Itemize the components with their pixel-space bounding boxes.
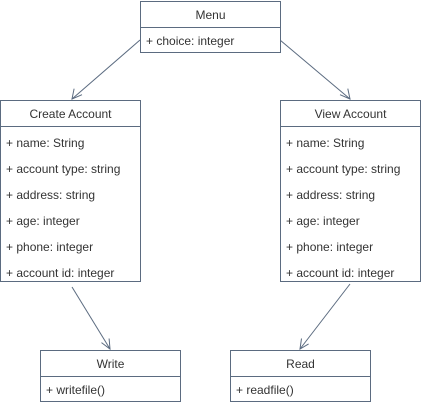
class-read-title: Read xyxy=(231,351,370,377)
arrow-menu-to-create-account xyxy=(71,39,141,100)
class-write[interactable]: Write + writefile() xyxy=(40,350,181,402)
class-menu[interactable]: Menu + choice: integer xyxy=(140,1,281,53)
class-read[interactable]: Read + readfile() xyxy=(230,350,371,402)
class-view-account-attribute: + name: String xyxy=(286,136,365,150)
class-view-account-attribute: + age: integer xyxy=(286,214,360,228)
class-create-account[interactable]: Create Account + name: String + account … xyxy=(0,100,141,282)
class-create-account-attribute: + address: string xyxy=(6,188,96,202)
class-view-account[interactable]: View Account + name: String + account ty… xyxy=(280,100,421,282)
class-write-title: Write xyxy=(41,351,180,377)
class-create-account-attribute: + account type: string xyxy=(6,162,121,176)
arrow-menu-to-view-account xyxy=(279,39,351,100)
class-view-account-attribute: + phone: integer xyxy=(286,240,374,254)
arrow-view-account-to-read xyxy=(299,283,351,350)
class-create-account-attribute: + age: integer xyxy=(6,214,80,228)
class-view-account-attribute: + account id: integer xyxy=(286,266,395,280)
class-create-account-title: Create Account xyxy=(1,101,140,127)
class-create-account-attribute: + account id: integer xyxy=(6,266,115,280)
class-view-account-attribute: + account type: string xyxy=(286,162,401,176)
class-view-account-attribute: + address: string xyxy=(286,188,376,202)
arrow-create-account-to-write xyxy=(71,286,111,351)
class-view-account-title: View Account xyxy=(281,101,420,127)
class-create-account-attribute: + name: String xyxy=(6,136,85,150)
class-menu-attribute: + choice: integer xyxy=(146,34,235,48)
class-create-account-attribute: + phone: integer xyxy=(6,240,94,254)
class-read-method: + readfile() xyxy=(236,383,294,397)
class-menu-title: Menu xyxy=(141,2,280,28)
class-write-method: + writefile() xyxy=(46,383,106,397)
